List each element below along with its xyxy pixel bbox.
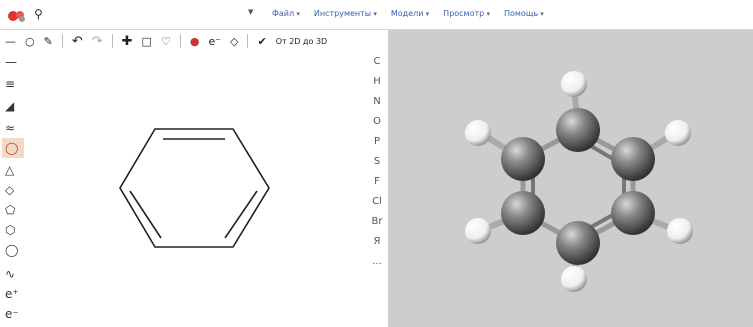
ring-icon[interactable]: ◇ — [230, 34, 239, 48]
hydrogen-atom — [561, 266, 587, 292]
element-br[interactable]: Br — [371, 216, 383, 227]
square-ring-icon[interactable]: ◇ — [5, 183, 15, 197]
check-icon[interactable]: ✔ — [257, 34, 267, 48]
lasso-icon[interactable]: ♡ — [160, 34, 171, 48]
carbon-atom — [556, 221, 600, 265]
eraser-icon[interactable]: ✎ — [43, 34, 53, 48]
double-bond-icon[interactable]: ≡ — [5, 77, 16, 91]
element-p[interactable]: P — [373, 136, 381, 147]
element-cl[interactable]: Cl — [372, 196, 382, 207]
element-palette: C H N O P S F Cl Br Я ... — [366, 52, 388, 327]
hydrogen-atom — [465, 218, 491, 244]
element-i[interactable]: Я — [373, 236, 381, 247]
molecule-2d-canvas[interactable] — [26, 52, 366, 327]
convert-2d-3d-button[interactable]: От 2D до 3D — [275, 36, 328, 46]
menu-tools[interactable]: Инструменты — [314, 9, 377, 18]
hydrogen-atom — [465, 120, 491, 146]
element-f[interactable]: F — [374, 176, 380, 187]
menu-file[interactable]: Файл — [272, 9, 300, 18]
hexagon-ring-icon[interactable]: ⬡ — [5, 223, 16, 237]
benzene-2d-structure — [119, 128, 270, 248]
color-icon[interactable]: ● — [189, 34, 200, 48]
minus-charge-icon[interactable]: e⁻ — [5, 307, 19, 321]
element-o[interactable]: O — [373, 116, 381, 127]
rect-select-icon[interactable]: □ — [141, 34, 152, 48]
element-c[interactable]: C — [373, 56, 381, 67]
toolbar-divider — [247, 34, 249, 48]
atom-tool-icon[interactable]: ○ — [25, 34, 35, 48]
chain-icon[interactable]: ∿ — [5, 267, 16, 281]
hydrogen-atom — [665, 120, 691, 146]
element-n[interactable]: N — [373, 96, 381, 107]
toolbar-divider — [179, 34, 181, 48]
bond-tool-icon[interactable]: — — [5, 34, 16, 48]
carbon-atom — [611, 191, 655, 235]
plus-charge-icon[interactable]: e⁺ — [5, 287, 19, 301]
element-more[interactable]: ... — [372, 256, 382, 267]
single-bond-icon[interactable]: — — [5, 55, 17, 69]
dropdown-arrow-icon[interactable]: ▼ — [248, 8, 254, 16]
search-icon[interactable]: ⚲ — [34, 7, 43, 21]
redo-icon[interactable]: ↷ — [91, 33, 103, 49]
charge-icon[interactable]: e⁻ — [208, 34, 222, 48]
menu-models[interactable]: Модели — [391, 9, 429, 18]
triangle-ring-icon[interactable]: △ — [5, 163, 15, 177]
carbon-atom — [501, 137, 545, 181]
undo-icon[interactable]: ↶ — [71, 33, 83, 49]
benzene-3d-model — [465, 71, 693, 292]
bond-tool-palette: — ≡ ◢ ≈ ◯ △ ◇ ⬠ ⬡ ◯ ∿ e⁺ e⁻ — [0, 52, 26, 327]
move-icon[interactable]: ✚ — [121, 33, 133, 49]
menu-view[interactable]: Просмотр — [443, 9, 490, 18]
benzene-ring-icon[interactable]: ◯ — [2, 138, 24, 158]
wedge-bond-icon[interactable]: ◢ — [5, 99, 15, 113]
toolbar-divider — [61, 34, 63, 48]
app-logo-icon[interactable] — [7, 9, 27, 23]
carbon-atom — [556, 108, 600, 152]
octagon-ring-icon[interactable]: ◯ — [5, 243, 19, 257]
carbon-atom — [501, 191, 545, 235]
hydrogen-atom — [561, 71, 587, 97]
element-s[interactable]: S — [373, 156, 381, 167]
editor-toolbar: — ○ ✎ ↶ ↷ ✚ □ ♡ ● e⁻ ◇ ✔ От 2D до 3D — [0, 30, 388, 52]
hydrogen-atom — [667, 218, 693, 244]
pentagon-ring-icon[interactable]: ⬠ — [5, 203, 16, 217]
menu-help[interactable]: Помощь — [504, 9, 544, 18]
hash-bond-icon[interactable]: ≈ — [5, 121, 16, 135]
main-menu: Файл Инструменты Модели Просмотр Помощь — [272, 9, 544, 18]
element-h[interactable]: H — [373, 76, 381, 87]
carbon-atom — [611, 137, 655, 181]
toolbar-divider — [111, 34, 113, 48]
molecule-3d-viewer[interactable] — [388, 30, 753, 327]
menu-bar: ⚲ ▼ Файл Инструменты Модели Просмотр Пом… — [0, 0, 753, 30]
